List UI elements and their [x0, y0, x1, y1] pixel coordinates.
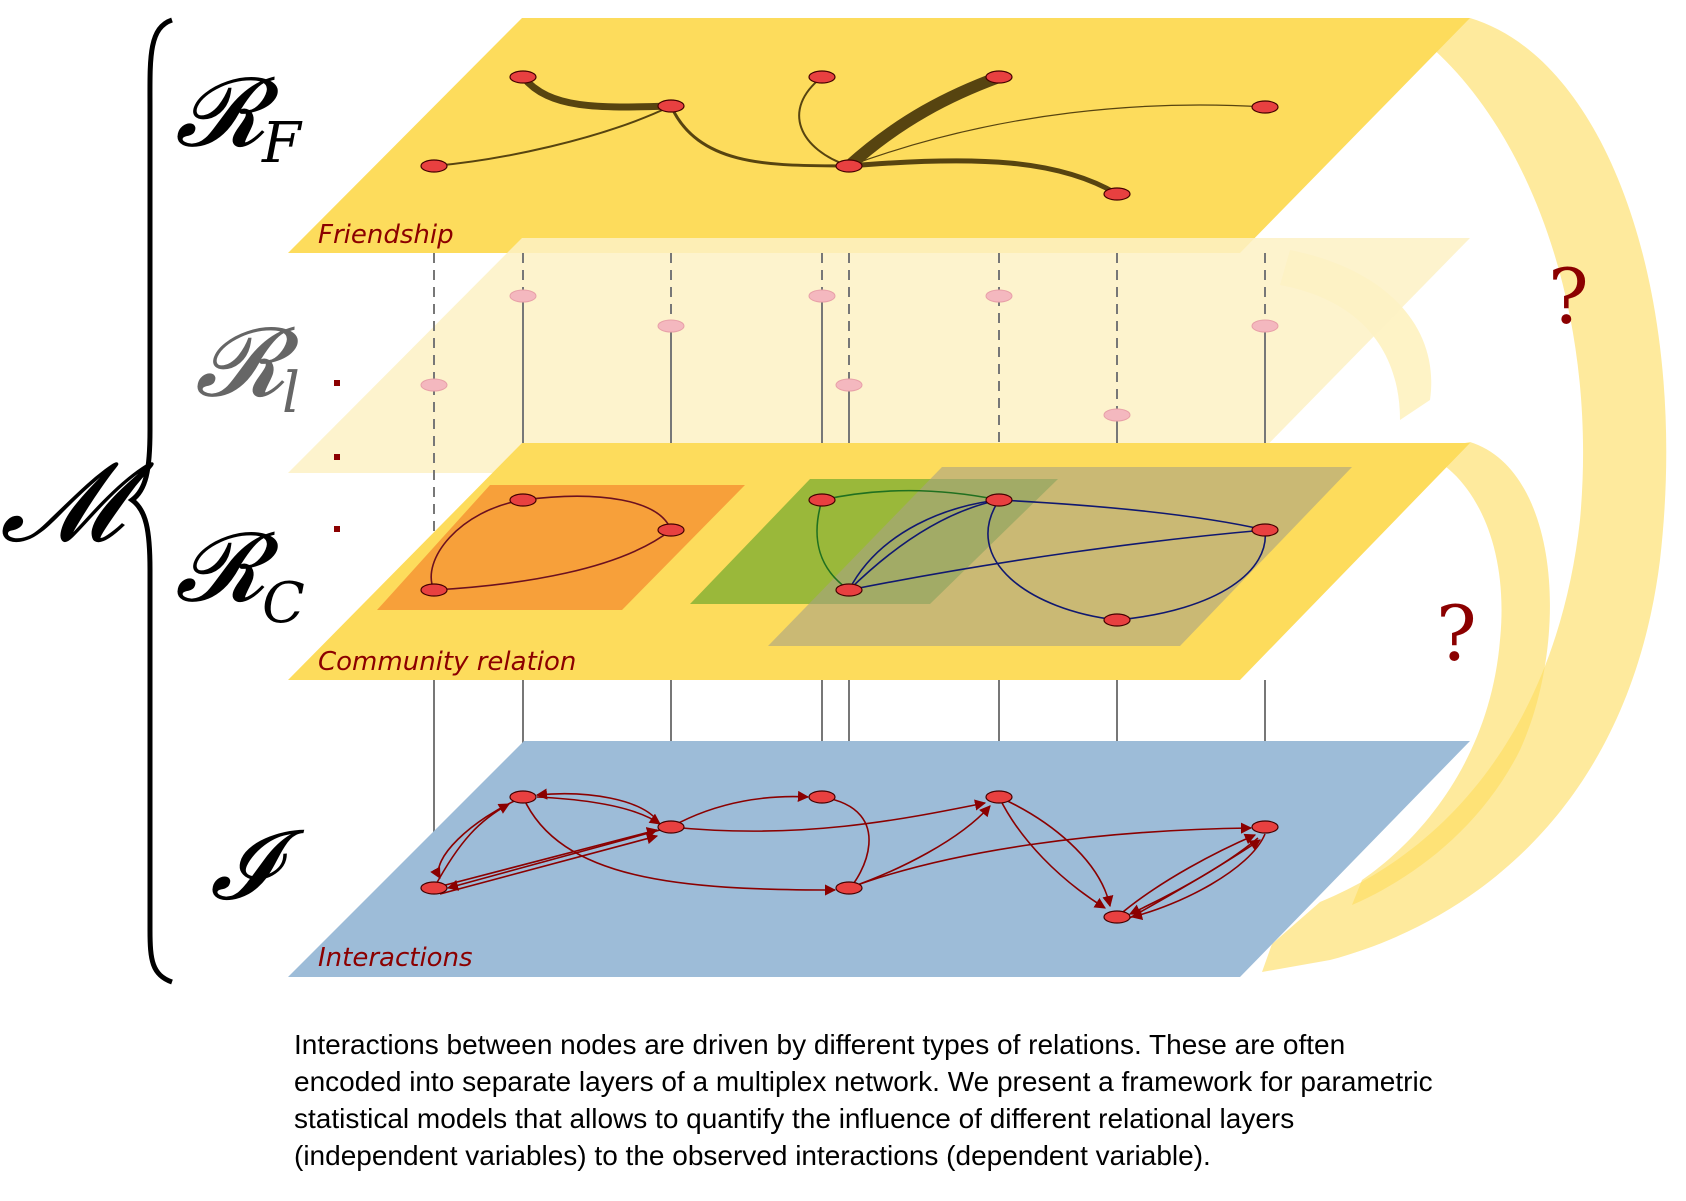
node	[835, 159, 863, 173]
community-nodes	[420, 493, 1279, 627]
node	[509, 289, 537, 303]
node	[509, 790, 537, 804]
node	[1103, 408, 1131, 422]
community-symbol: 𝓡	[175, 511, 280, 623]
friendship-layer-label: Friendship	[318, 220, 454, 250]
interaction-nodes	[420, 790, 1279, 924]
node	[985, 790, 1013, 804]
intermediate-symbol-sub: l	[282, 361, 300, 426]
node	[808, 493, 836, 507]
interactions-layer-label: Interactions	[318, 943, 473, 973]
node	[420, 881, 448, 895]
ellipsis-dots	[334, 380, 340, 532]
left-curly-brace	[127, 17, 173, 985]
caption-line: statistical models that allows to quanti…	[294, 1103, 1295, 1134]
question-mark-lower: ?	[1436, 589, 1477, 678]
community-symbol-sub: C	[262, 571, 305, 636]
friendship-symbol: 𝓡	[175, 56, 280, 168]
node	[420, 378, 448, 392]
node	[1251, 523, 1279, 537]
node	[985, 493, 1013, 507]
node	[1103, 910, 1131, 924]
node	[985, 289, 1013, 303]
node	[420, 159, 448, 173]
node	[509, 70, 537, 84]
node	[985, 70, 1013, 84]
intermediate-symbol: 𝓡	[195, 306, 300, 418]
interactions-symbol: 𝓘	[210, 809, 305, 921]
node	[808, 70, 836, 84]
node	[509, 493, 537, 507]
node	[808, 790, 836, 804]
friendship-edges	[433, 71, 1266, 197]
community-brown-block	[768, 467, 1352, 646]
node	[835, 881, 863, 895]
friendship-symbol-sub: F	[261, 111, 303, 176]
influence-arrow-inner	[1352, 442, 1550, 905]
node	[657, 820, 685, 834]
friendship-nodes	[420, 70, 1279, 201]
community-orange-block	[377, 485, 745, 610]
interactions-plane	[288, 741, 1470, 977]
node	[657, 523, 685, 537]
node	[1251, 319, 1279, 333]
node	[1103, 613, 1131, 627]
caption-line: Interactions between nodes are driven by…	[294, 1029, 1346, 1060]
node	[835, 583, 863, 597]
node	[1251, 100, 1279, 114]
question-mark-upper: ?	[1548, 252, 1589, 341]
caption-line: (independent variables) to the observed …	[294, 1140, 1211, 1171]
node	[1103, 187, 1131, 201]
caption-line: encoded into separate layers of a multip…	[294, 1066, 1433, 1097]
node	[1251, 820, 1279, 834]
node	[835, 378, 863, 392]
community-layer-label: Community relation	[318, 647, 576, 677]
influence-arrow-outer	[1262, 18, 1667, 972]
intermediate-nodes	[420, 289, 1279, 422]
node	[657, 319, 685, 333]
node	[657, 99, 685, 113]
figure-caption: Interactions between nodes are driven by…	[294, 1026, 1684, 1174]
node	[808, 289, 836, 303]
community-edges	[430, 489, 1267, 621]
node	[420, 583, 448, 597]
intermediate-plane	[288, 238, 1470, 473]
